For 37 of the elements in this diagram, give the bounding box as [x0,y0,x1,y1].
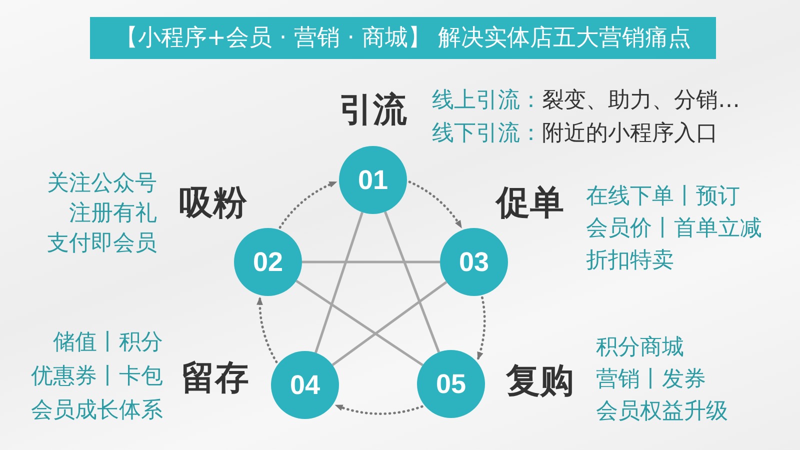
step-number: 01 [358,165,388,195]
feature-text: 在线下单丨预订 [586,183,740,211]
dotted-arrow [476,296,486,360]
dotted-arrow [278,180,338,229]
feature-text: 裂变、助力、分销… [542,87,740,115]
stage-heading: 留存 [181,358,249,398]
feature-text: 注册有礼 [69,200,157,228]
feature-text: 会员权益升级 [596,398,728,426]
title-banner: 【小程序+会员 · 营销 · 商城】 解决实体店五大营销痛点 [90,17,716,59]
stage-heading: 吸粉 [179,183,247,223]
connector-line [314,212,364,354]
connector-line [302,260,440,264]
stage-heading: 促单 [496,183,564,223]
feature-text: 折扣特卖 [586,247,674,275]
step-number: 03 [458,247,490,277]
feature-text: 积分商城 [596,334,684,362]
dotted-arrow [334,404,424,416]
stage-heading: 复购 [506,361,574,401]
feature-text: 支付即会员 [47,230,157,258]
feature-text: 关注公众号 [47,170,157,198]
dotted-arrow [408,180,463,229]
step-number: 02 [252,247,284,277]
channel-label: 线下引流： [432,120,542,148]
channel-label: 线上引流： [432,87,542,115]
feature-text: 会员价丨首单立减 [586,215,762,243]
feature-text: 附近的小程序入口 [542,120,718,148]
stage-heading: 引流 [339,90,407,130]
step-number: 05 [436,369,466,399]
dotted-arrow [256,296,278,364]
feature-text: 储值丨积分 [53,329,163,357]
feature-text: 优惠券丨卡包 [31,363,163,391]
feature-text: 会员成长体系 [31,397,163,425]
connector-line [384,211,440,353]
connector-line [296,280,424,366]
feature-text: 营销丨发券 [596,366,706,394]
connector-line [332,281,448,366]
step-number: 04 [290,370,320,400]
